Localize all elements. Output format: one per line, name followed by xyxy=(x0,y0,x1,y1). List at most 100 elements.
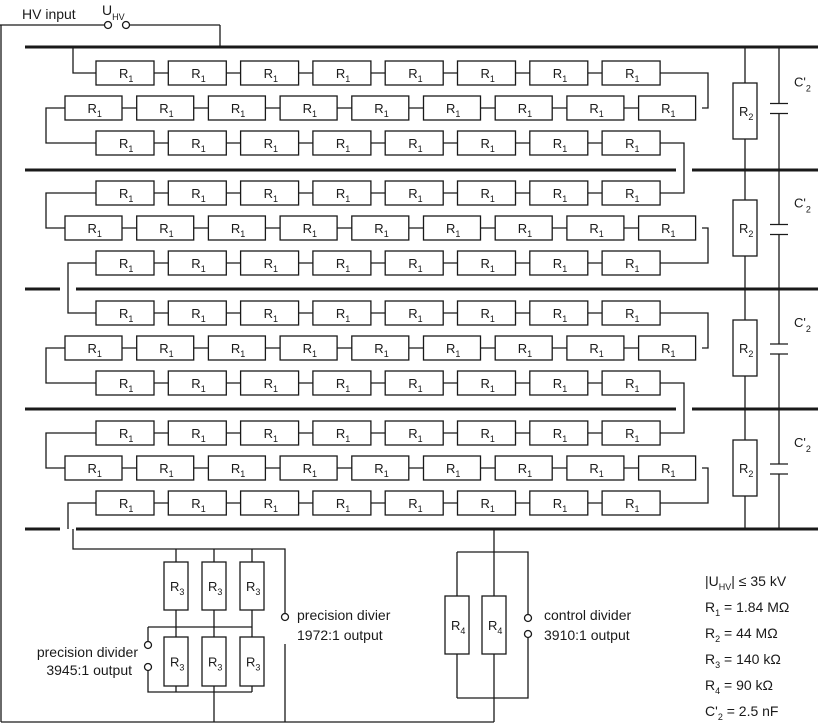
resistor-r1-body xyxy=(279,95,338,121)
meander-wire xyxy=(658,382,685,409)
resistor-r1: R1 xyxy=(601,300,661,326)
output-terminal-3945[interactable] xyxy=(143,640,153,650)
precision-3945-label-line2: 3945:1 output xyxy=(46,662,132,678)
precision-divider-top-wire xyxy=(72,529,286,613)
resistor-r1: R1 xyxy=(351,215,410,241)
resistor-r1-label: R1 xyxy=(481,256,495,274)
resistor-r1: R1 xyxy=(136,335,195,361)
resistor-r1: R1 xyxy=(456,130,517,156)
resistor-r1: R1 xyxy=(239,300,300,326)
resistor-r1: R1 xyxy=(637,335,697,361)
resistor-r1: R1 xyxy=(384,300,444,326)
resistor-r1-body xyxy=(207,215,267,241)
resistor-r1: R1 xyxy=(351,455,410,481)
resistor-r1-label: R1 xyxy=(408,306,422,324)
meander-wire xyxy=(658,312,709,349)
resistor-r1: R1 xyxy=(64,215,123,241)
resistor-r1-body xyxy=(239,130,300,156)
output-terminal-3945-ground[interactable] xyxy=(143,662,153,672)
resistor-r1-label: R1 xyxy=(336,306,350,324)
resistor-r1-label: R1 xyxy=(518,341,532,359)
resistor-r1-body xyxy=(64,455,123,481)
resistor-r1-body xyxy=(279,335,338,361)
output-terminal-1972[interactable] xyxy=(280,612,290,622)
resistor-r1: R1 xyxy=(64,95,123,121)
resistor-r1: R1 xyxy=(312,490,372,516)
resistor-r1-body xyxy=(384,370,444,396)
resistor-r1: R1 xyxy=(95,300,155,326)
resistor-r1: R1 xyxy=(95,490,155,516)
resistor-r1-label: R1 xyxy=(191,66,205,84)
control-3910-label-line2: 3910:1 output xyxy=(544,627,630,643)
resistor-r1-body xyxy=(384,420,444,446)
resistor-r1-label: R1 xyxy=(119,256,133,274)
resistor-r1-body xyxy=(494,95,553,121)
resistor-r1-body xyxy=(529,370,589,396)
resistor-r1: R1 xyxy=(351,335,410,361)
resistor-r1-body xyxy=(64,95,123,121)
resistor-r1-label: R1 xyxy=(518,461,532,479)
resistor-r1: R1 xyxy=(239,130,300,156)
resistor-r1-body xyxy=(279,215,338,241)
resistor-r1: R1 xyxy=(95,130,155,156)
param-c2: C'2 = 2.5 nF xyxy=(705,703,778,722)
resistor-r4-body xyxy=(444,595,470,655)
resistor-r1-body xyxy=(422,335,482,361)
resistor-r1-label: R1 xyxy=(159,461,173,479)
resistor-r1: R1 xyxy=(95,60,155,86)
param-r3: R3 = 140 kΩ xyxy=(705,651,781,670)
precision-1972-label-line1: precision divier xyxy=(297,607,391,623)
resistor-r1: R1 xyxy=(239,420,300,446)
resistor-r1-body xyxy=(529,250,589,276)
resistor-r1-body xyxy=(95,300,155,326)
resistor-r1-label: R1 xyxy=(446,461,460,479)
resistor-r1-label: R1 xyxy=(119,186,133,204)
resistor-r2: R2 xyxy=(732,439,758,497)
resistor-r1: R1 xyxy=(312,420,372,446)
resistor-r1: R1 xyxy=(529,490,589,516)
resistor-r1-label: R1 xyxy=(303,221,317,239)
resistor-r1-label: R1 xyxy=(518,101,532,119)
resistor-r1-label: R1 xyxy=(589,341,603,359)
resistor-r3-label: R3 xyxy=(170,655,184,673)
resistor-r3: R3 xyxy=(201,636,227,687)
resistor-r1-label: R1 xyxy=(625,136,639,154)
resistor-r3: R3 xyxy=(163,636,189,687)
resistor-r1: R1 xyxy=(167,60,227,86)
resistor-r1-body xyxy=(167,300,227,326)
meander-wire xyxy=(45,192,96,229)
resistor-r1-body xyxy=(64,215,123,241)
resistor-r3-label: R3 xyxy=(246,579,260,597)
resistor-r3: R3 xyxy=(239,636,265,687)
resistor-r1: R1 xyxy=(566,215,625,241)
capacitor-c2-label: C'2 xyxy=(794,435,811,454)
resistor-r1-body xyxy=(95,370,155,396)
resistor-r1-body xyxy=(136,455,195,481)
resistor-r1-label: R1 xyxy=(481,496,495,514)
resistor-r1-label: R1 xyxy=(264,376,278,394)
resistor-r1-label: R1 xyxy=(625,376,639,394)
resistor-r1-label: R1 xyxy=(408,376,422,394)
resistor-r2: R2 xyxy=(732,199,758,257)
resistor-r1-body xyxy=(456,60,517,86)
resistor-r1: R1 xyxy=(384,130,444,156)
resistor-r1-label: R1 xyxy=(481,136,495,154)
resistor-r1: R1 xyxy=(312,180,372,206)
resistor-r1-body xyxy=(95,250,155,276)
resistor-r3-body xyxy=(163,636,189,687)
resistor-r1-label: R1 xyxy=(625,186,639,204)
resistor-r1-label: R1 xyxy=(119,426,133,444)
resistor-r1-body xyxy=(566,95,625,121)
resistor-r2-body xyxy=(732,199,758,257)
resistor-r1: R1 xyxy=(64,335,123,361)
resistor-r1: R1 xyxy=(601,130,661,156)
capacitor-c2-label: C'2 xyxy=(794,75,811,94)
output-terminal-3910[interactable] xyxy=(523,613,533,623)
resistor-r1: R1 xyxy=(637,95,697,121)
resistor-r1: R1 xyxy=(312,370,372,396)
resistor-r1: R1 xyxy=(456,180,517,206)
resistor-r1-label: R1 xyxy=(336,256,350,274)
resistor-r1: R1 xyxy=(95,420,155,446)
output-terminal-3910-ground[interactable] xyxy=(523,629,533,639)
resistor-r1-label: R1 xyxy=(88,101,102,119)
